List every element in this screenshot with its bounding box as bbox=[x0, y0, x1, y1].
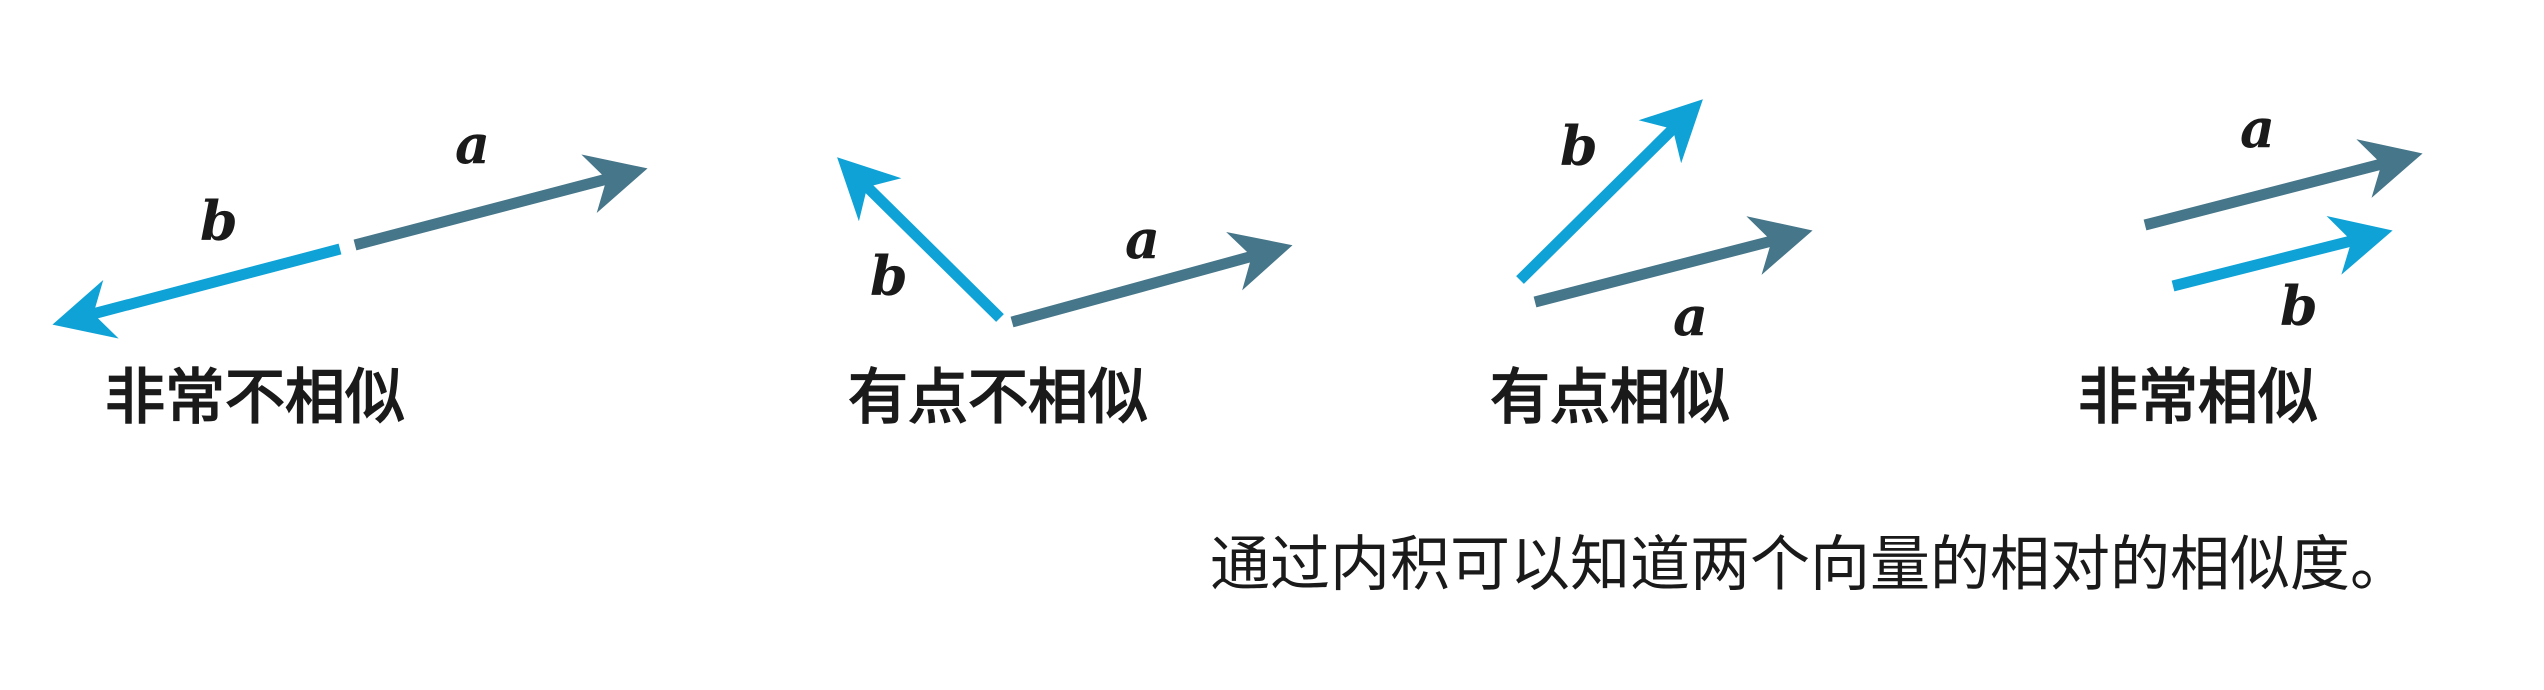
vector-a-label: a bbox=[1125, 207, 1160, 271]
vector-b-label: b bbox=[2280, 274, 2318, 338]
panel-somewhat-similar: a b bbox=[1516, 99, 1813, 348]
vector-a-arrow bbox=[1010, 232, 1293, 328]
vector-a-arrow bbox=[1533, 216, 1813, 308]
vector-a-label: a bbox=[2240, 96, 2275, 160]
vector-a-label: a bbox=[1673, 284, 1708, 348]
vector-b-arrow bbox=[1516, 99, 1703, 284]
panel-label-somewhat-similar: 有点相似 bbox=[1490, 363, 1730, 433]
panel-very-similar: a b bbox=[2143, 96, 2423, 338]
vector-b-label: b bbox=[870, 244, 908, 308]
panel-very-dissimilar: a b bbox=[52, 112, 648, 339]
vector-a-arrow bbox=[2143, 139, 2423, 231]
vector-b-arrow bbox=[2171, 216, 2393, 292]
vector-b-label: b bbox=[200, 189, 238, 253]
caption: 通过内积可以知道两个向量的相对的相似度。 bbox=[1210, 530, 2410, 600]
panel-somewhat-dissimilar: a b bbox=[837, 157, 1293, 328]
panel-label-somewhat-dissimilar: 有点不相似 bbox=[848, 363, 1148, 433]
vector-b-label: b bbox=[1560, 114, 1598, 178]
vector-a-label: a bbox=[455, 112, 490, 176]
panel-label-very-similar: 非常相似 bbox=[2078, 363, 2318, 433]
panel-label-very-dissimilar: 非常不相似 bbox=[105, 363, 405, 433]
vector-b-arrow bbox=[52, 243, 342, 339]
vector-b-arrow bbox=[837, 157, 1004, 322]
vector-a-arrow bbox=[353, 154, 648, 251]
